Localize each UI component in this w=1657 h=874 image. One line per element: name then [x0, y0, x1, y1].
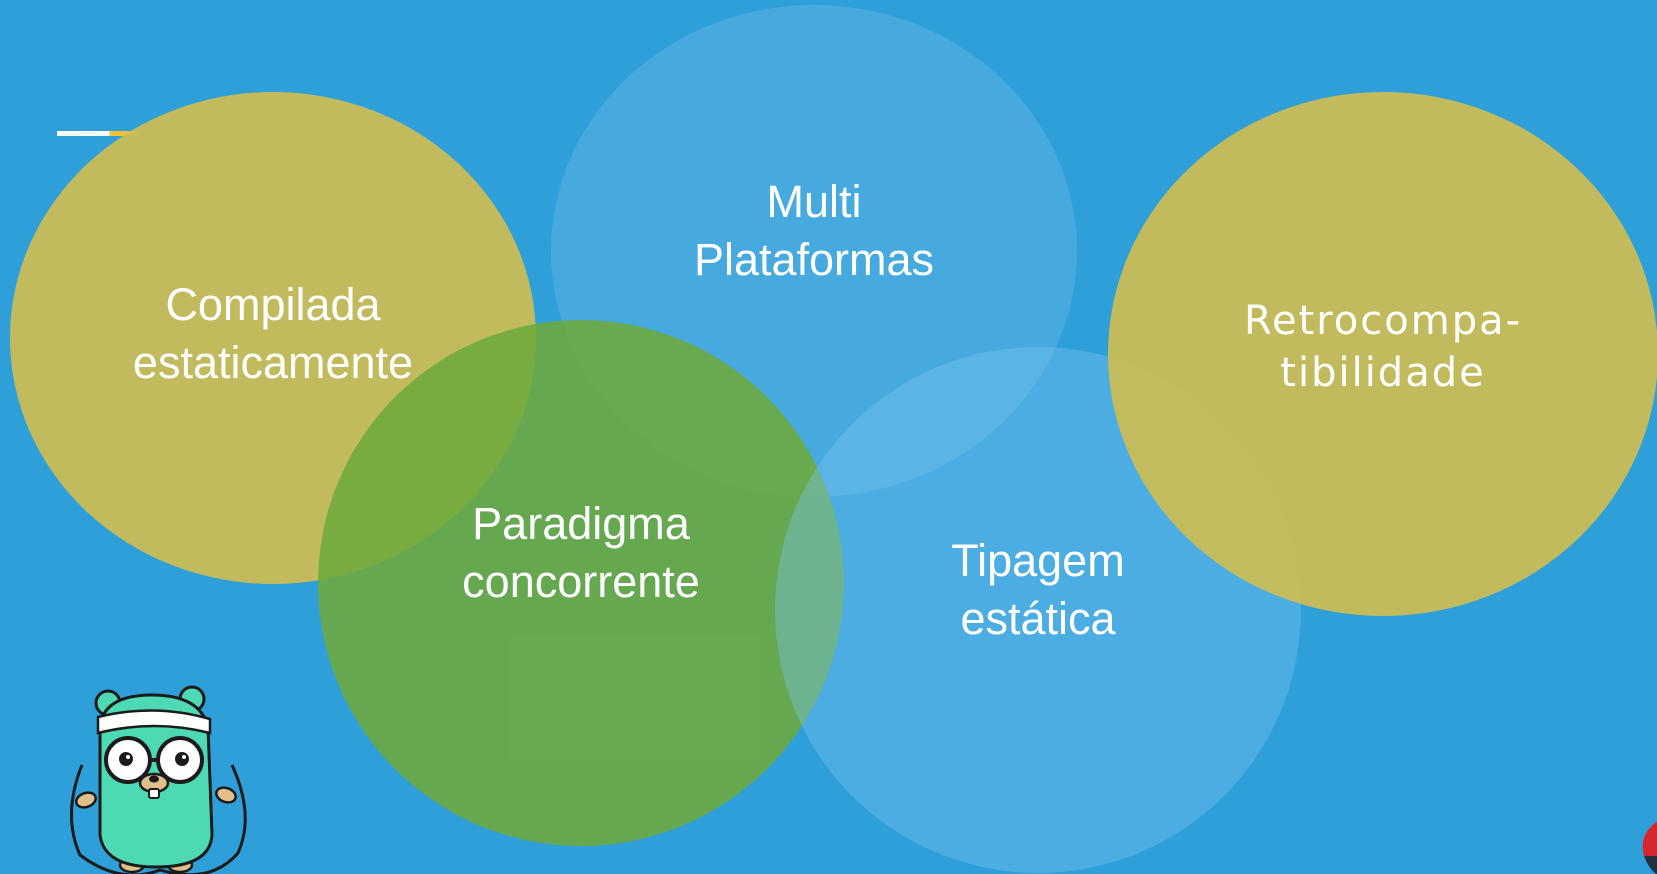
circle-label-paradigma-concorrente: Paradigma concorrente	[462, 498, 700, 607]
circle-paradigma-concorrente: Paradigma concorrente	[318, 320, 844, 846]
circle-label-retrocompatibilidade: Retrocompa- tibilidade	[1243, 298, 1523, 396]
title-accent-line	[57, 131, 139, 136]
circle-label-tipagem-estatica: Tipagem estática	[951, 535, 1125, 644]
circle-retrocompatibilidade: Retrocompa- tibilidade	[1108, 92, 1657, 616]
go-gopher-icon	[70, 685, 247, 874]
circle-label-multi-plataformas: Multi Plataformas	[693, 176, 935, 285]
brand-logo-icon	[1642, 821, 1657, 874]
circle-label-compilada-estaticamente: Compilada estaticamente	[132, 279, 414, 388]
